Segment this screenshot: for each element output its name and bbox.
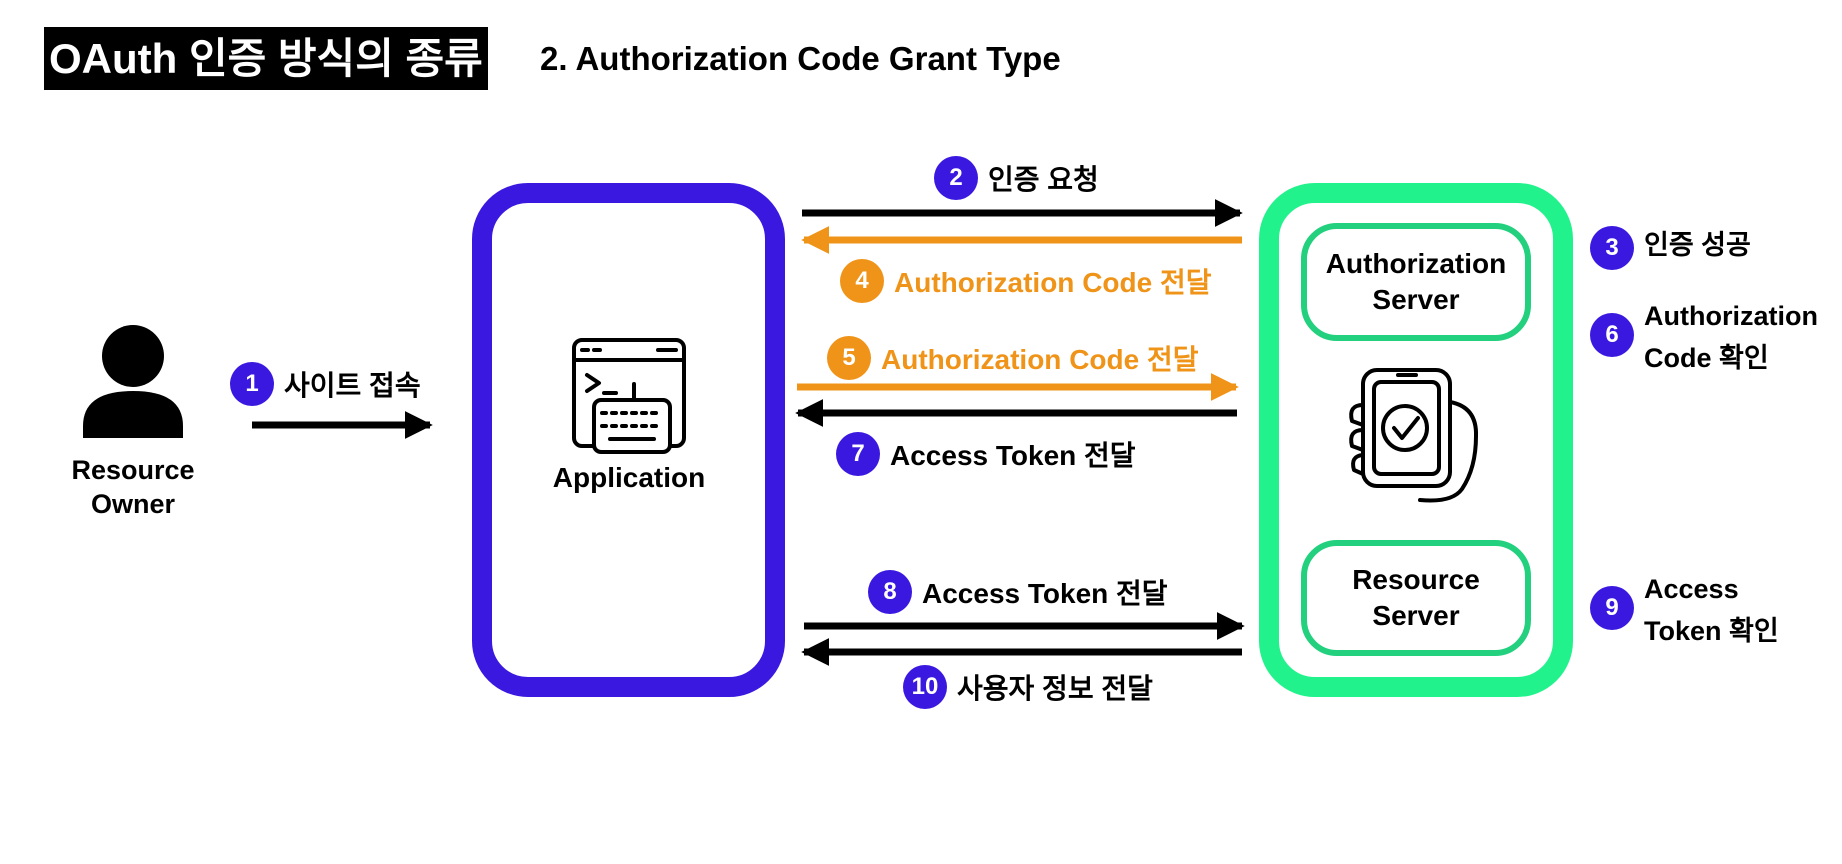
- step-badge: 1: [230, 362, 274, 406]
- resource-server-label-line1: Resource: [1352, 564, 1480, 595]
- step-label: Access Token 전달: [922, 578, 1168, 609]
- phone-check-icon: [1349, 368, 1479, 503]
- step-label: 사이트 접속: [284, 370, 421, 401]
- step-label: Authorization Code 전달: [894, 267, 1212, 298]
- browser-keyboard-icon: [572, 338, 686, 454]
- step-badge: 3: [1590, 226, 1634, 270]
- step-label: Access Token 전달: [890, 440, 1136, 471]
- page-subtitle: 2. Authorization Code Grant Type: [540, 40, 1061, 77]
- step-badge: 2: [934, 156, 978, 200]
- step-3: 3 인증 성공: [1590, 224, 1751, 270]
- step-2: 2 인증 요청: [934, 156, 1099, 200]
- step-badge: 9: [1590, 586, 1634, 630]
- step-1: 1 사이트 접속: [230, 362, 421, 406]
- step-label: 인증 성공: [1644, 230, 1751, 260]
- step-badge: 4: [840, 259, 884, 303]
- resource-server-label-line2: Server: [1372, 600, 1460, 631]
- user-icon: [83, 325, 183, 438]
- application-panel: [472, 183, 785, 697]
- step-label: Authorization Code 전달: [881, 344, 1199, 375]
- page-title: OAuth 인증 방식의 종류: [44, 27, 488, 90]
- step-10: 10 사용자 정보 전달: [903, 665, 1153, 709]
- application-label: Application: [552, 462, 706, 493]
- step-5: 5 Authorization Code 전달: [827, 336, 1199, 380]
- step-9: 9 Access Token 확인: [1590, 568, 1779, 652]
- step-label-line2: Token 확인: [1644, 616, 1779, 646]
- step-6: 6 Authorization Code 확인: [1590, 295, 1818, 379]
- resource-owner-label-line1: Resource: [71, 455, 195, 485]
- authorization-server-box: Authorization Server: [1301, 223, 1531, 341]
- step-label: 사용자 정보 전달: [957, 673, 1153, 704]
- step-label-line1: Authorization: [1644, 301, 1818, 331]
- step-label: 인증 요청: [988, 164, 1099, 195]
- authorization-server-label-line1: Authorization: [1325, 248, 1507, 279]
- step-8: 8 Access Token 전달: [868, 570, 1168, 614]
- step-4: 4 Authorization Code 전달: [840, 259, 1212, 303]
- step-label-line1: Access: [1644, 574, 1739, 604]
- step-badge: 8: [868, 570, 912, 614]
- step-badge: 10: [903, 665, 947, 709]
- resource-owner-label: Resource Owner: [58, 453, 208, 521]
- step-badge: 5: [827, 336, 871, 380]
- step-label-line2: Code 확인: [1644, 343, 1769, 373]
- step-7: 7 Access Token 전달: [836, 432, 1136, 476]
- resource-server-box: Resource Server: [1301, 540, 1531, 656]
- resource-owner-label-line2: Owner: [90, 489, 176, 519]
- step-badge: 6: [1590, 313, 1634, 357]
- authorization-server-label-line2: Server: [1372, 284, 1460, 315]
- step-badge: 7: [836, 432, 880, 476]
